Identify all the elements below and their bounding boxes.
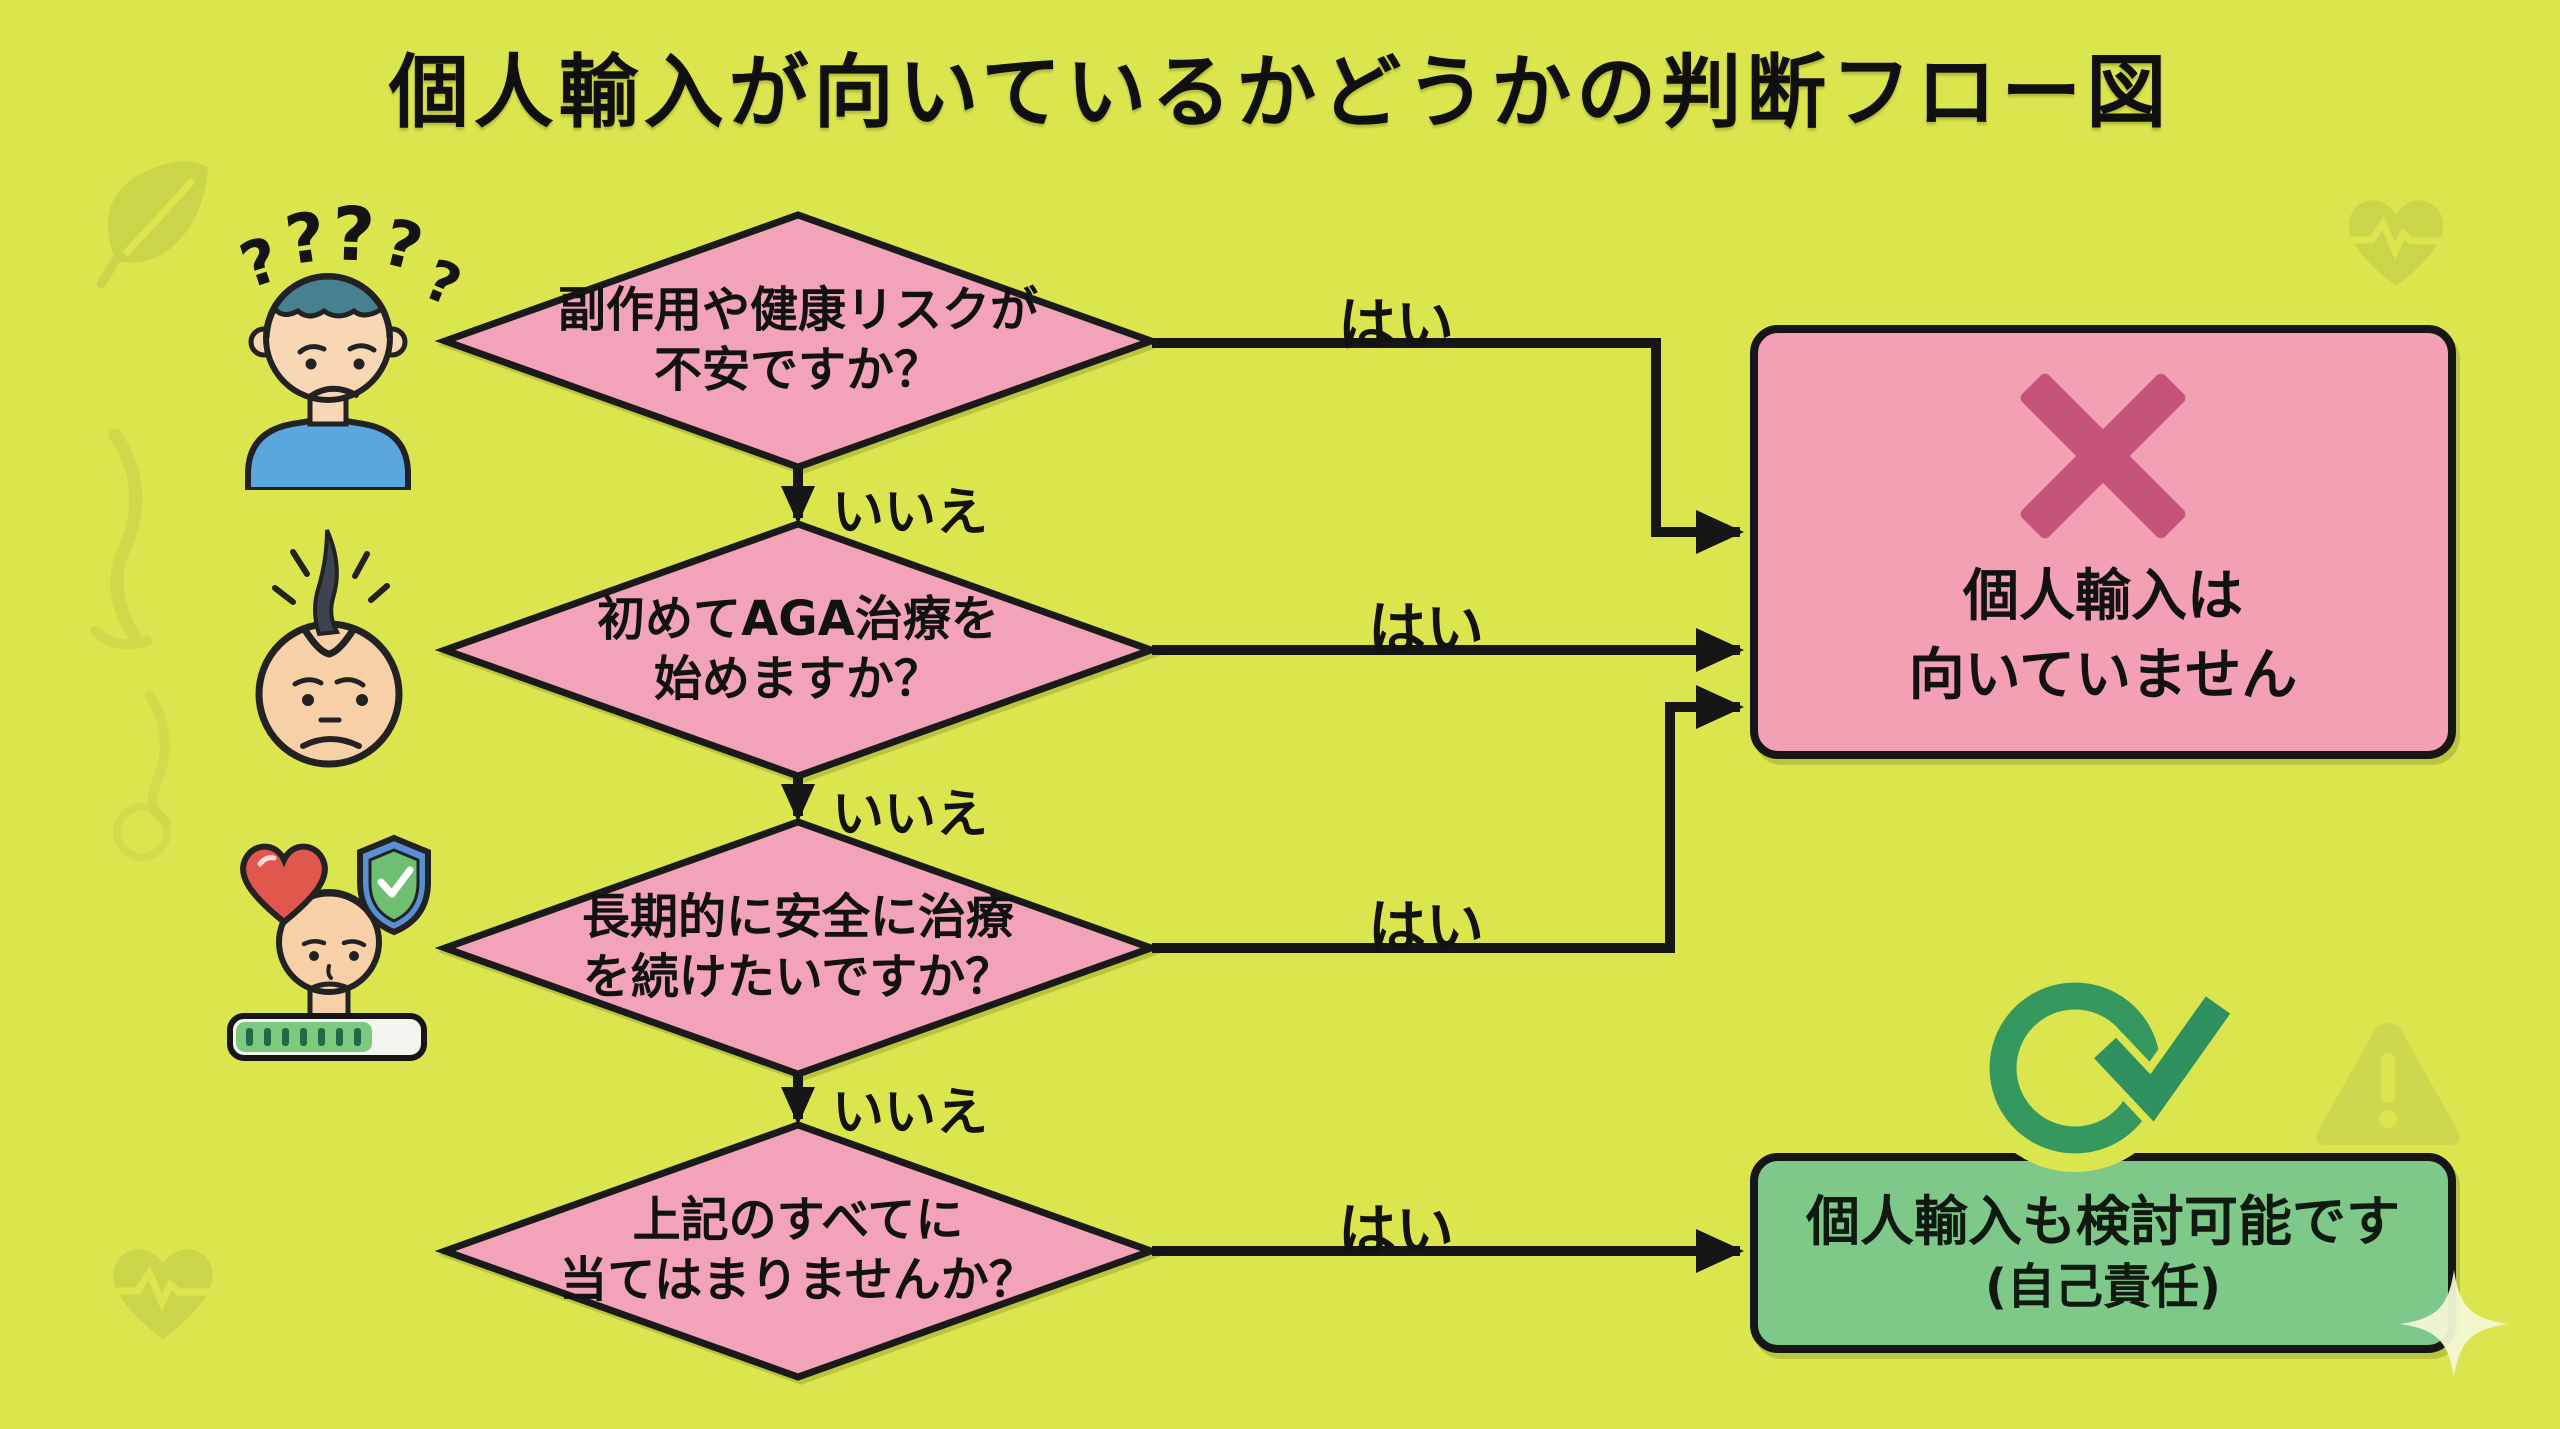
- leaf-icon: [96, 161, 208, 289]
- edge-q3-yes-label: はい: [1368, 893, 1485, 961]
- sparkle-icon: [2400, 1270, 2508, 1378]
- outcome-reject-line1: 個人輸入は: [1963, 564, 2243, 630]
- edge-q3-no-label: いいえ: [832, 1083, 989, 1143]
- x-mark-icon: [2018, 371, 2188, 542]
- decision-q3-text: 長期的に安全に治療 を続けたいですか？: [581, 889, 1014, 1005]
- safe-treatment-icon: [227, 834, 431, 1061]
- edge-q1-no-label: いいえ: [832, 483, 989, 543]
- decision-q4-text: 上記のすべてに 当てはまりませんか？: [559, 1192, 1037, 1308]
- edge-q2-yes-label: はい: [1368, 595, 1485, 663]
- decision-q1-text: 副作用や健康リスクが 不安ですか？: [557, 282, 1038, 398]
- circle-watermark-icon: [113, 803, 171, 861]
- hair-follicle-head-icon: [255, 529, 403, 768]
- check-circle-icon: [1971, 964, 2237, 1172]
- heart-pulse-icon: [108, 1249, 218, 1340]
- progress-bar-icon: [227, 1013, 427, 1061]
- heart-pulse-icon: [2344, 200, 2448, 286]
- edge-q2-no-label: いいえ: [832, 785, 989, 845]
- edge-q4-yes-label: はい: [1338, 1197, 1455, 1265]
- page-title: 個人輸入が向いているかどうかの判断フロー図: [388, 46, 2172, 139]
- edge-q1-yes: [1152, 338, 1744, 554]
- heart-icon: [240, 843, 328, 926]
- shield-check-icon: [357, 834, 431, 936]
- outcome-accept-line1: 個人輸入も検討可能です: [1806, 1189, 2400, 1253]
- edge-q1-yes-label: はい: [1338, 291, 1455, 359]
- confused-person-icon: ? ? ? ? ?: [212, 190, 470, 490]
- decision-q2-text: 初めてAGA治療を 始めますか？: [597, 591, 999, 707]
- outcome-accept-line2: (自己責任): [1985, 1258, 2221, 1315]
- outcome-reject-box: 個人輸入は 向いていません: [1750, 325, 2456, 759]
- hair-strand-watermark-icon: [90, 428, 152, 650]
- warning-icon: [2316, 1023, 2460, 1145]
- outcome-reject-line2: 向いていません: [1908, 643, 2298, 708]
